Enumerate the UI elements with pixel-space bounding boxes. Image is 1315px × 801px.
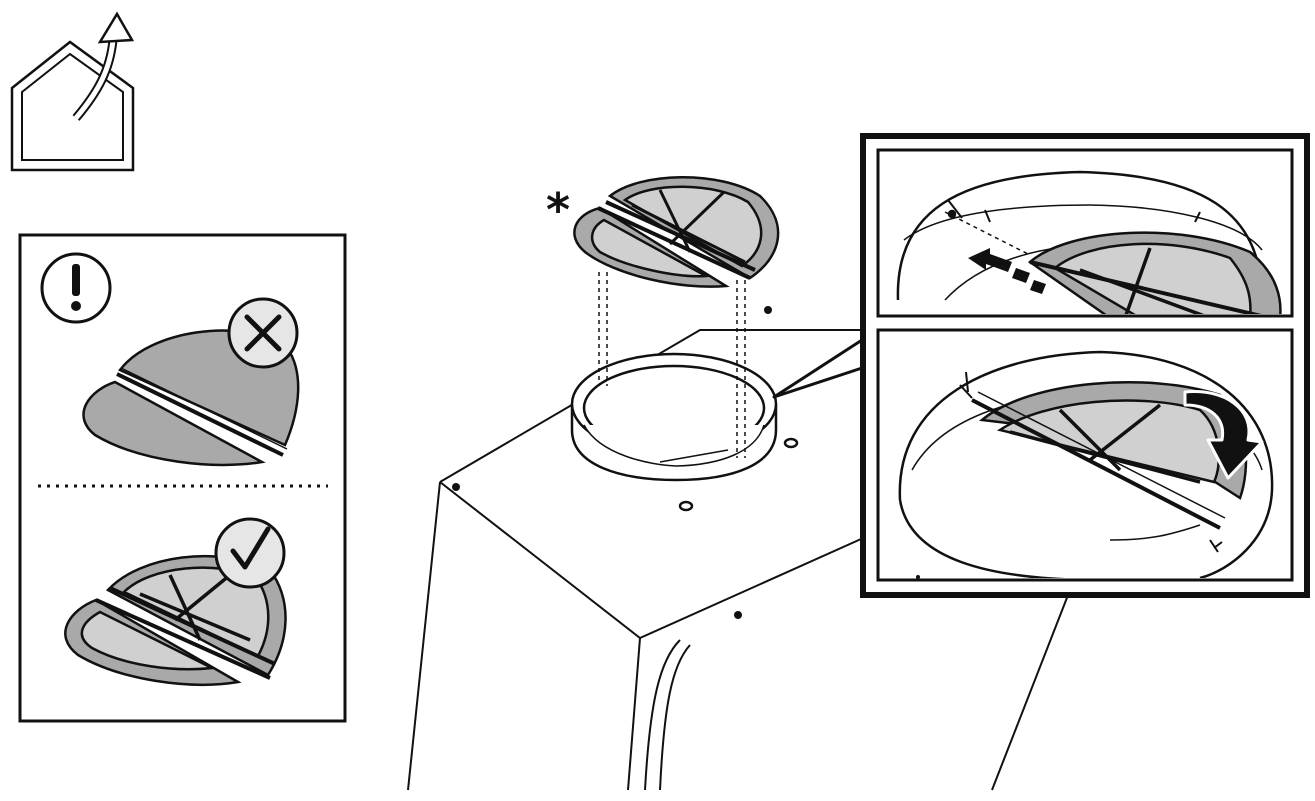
checkmark-circle-icon (214, 517, 286, 589)
cooker-hood-body (407, 306, 1071, 791)
flap-orientation-panel (18, 233, 347, 723)
cross-circle-icon (227, 297, 299, 369)
exclamation-circle-icon (40, 252, 112, 324)
detail-inset (860, 133, 1310, 598)
damper-flap-exploded (573, 176, 780, 288)
callout-pointer (772, 338, 864, 399)
detail-step-rotate (876, 328, 1294, 582)
curved-arrow-down-icon (1183, 390, 1264, 480)
house-exhaust-vent-icon (10, 11, 135, 172)
arrow-left-dashed-icon (968, 248, 1046, 294)
wrong-flap-illustration (82, 329, 300, 467)
asterisk-marker: * (546, 183, 570, 237)
outlet-collar-ring (570, 352, 778, 482)
alignment-guide-lines (598, 272, 746, 458)
detail-step-slide (876, 148, 1294, 318)
